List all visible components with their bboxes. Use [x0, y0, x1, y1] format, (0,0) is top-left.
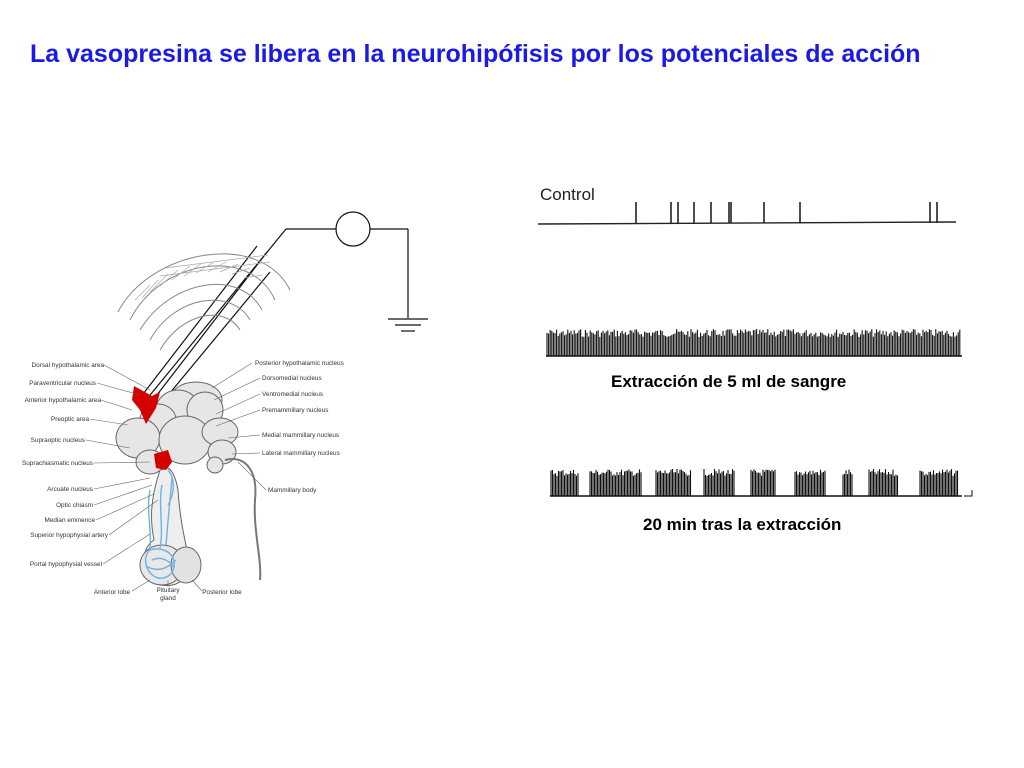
hypothalamus-drawing	[115, 253, 291, 587]
electrode-shaft-outer	[159, 271, 271, 406]
label-anterior-hypothalamic-area: Anterior hypothalamic area	[25, 397, 102, 404]
corpus-callosum	[117, 253, 291, 351]
trace-control-label: Control	[540, 185, 595, 204]
anatomy-right-labels: Posterior hypothalamic nucleus Dorsomedi…	[255, 360, 344, 494]
label-arcuate-nucleus: Arcuate nucleus	[47, 486, 93, 493]
label-lateral-mammillary-nucleus: Lateral mammillary nucleus	[262, 450, 340, 457]
label-dorsomedial-nucleus: Dorsomedial nucleus	[262, 375, 322, 382]
anatomy-bottom-labels: Anterior lobe Pituitary gland Posterior …	[94, 587, 242, 602]
label-supraoptic-nucleus: Supraoptic nucleus	[31, 437, 85, 444]
pituitary-posterior-lobe	[170, 546, 202, 584]
trace-20min-spikes	[550, 469, 959, 496]
label-dorsal-hypothalamic-area: Dorsal hypothalamic area	[32, 362, 105, 369]
label-anterior-lobe: Anterior lobe	[94, 589, 131, 596]
caption-after-bleed: Extracción de 5 ml de sangre	[611, 372, 847, 391]
amplifier-meter-icon	[335, 211, 371, 247]
label-medial-mammillary-nucleus: Medial mammillary nucleus	[262, 432, 339, 439]
anatomy-leader-lines	[85, 362, 267, 592]
trace-bleed	[546, 329, 962, 357]
caption-20min: 20 min tras la extracción	[643, 515, 842, 534]
recording-circuit	[139, 211, 428, 406]
label-pituitary: Pituitary	[156, 587, 180, 594]
trace-20min-scale-mark	[964, 490, 973, 497]
trace-control	[537, 202, 957, 225]
label-mammillary-body: Mammillary body	[268, 487, 317, 494]
label-gland: gland	[160, 595, 176, 602]
label-ventromedial-nucleus: Ventromedial nucleus	[262, 391, 323, 398]
paraventricular-nucleus-highlight	[132, 386, 160, 424]
label-paraventricular-nucleus: Paraventricular nucleus	[29, 380, 96, 387]
portal-vessels	[144, 469, 177, 579]
label-portal-hypophysial-vessel: Portal hypophysial vessel	[30, 561, 102, 568]
label-posterior-hypothalamic-nucleus: Posterior hypothalamic nucleus	[255, 360, 344, 367]
mammillary-body	[224, 458, 262, 581]
slide-title: La vasopresina se libera en la neurohipó…	[30, 40, 921, 68]
label-posterior-lobe: Posterior lobe	[202, 589, 242, 596]
label-premammillary-nucleus: Premammillary nucleus	[262, 407, 328, 414]
label-superior-hypophysial-artery: Superior hypophysial artery	[30, 532, 109, 539]
label-preoptic-area: Preoptic area	[51, 416, 89, 423]
fornix-hatching	[134, 254, 271, 301]
trace-20min	[550, 469, 973, 497]
label-median-eminence: Median eminence	[45, 517, 96, 524]
label-suprachiasmatic-nucleus: Suprachiasmatic nucleus	[22, 460, 93, 467]
trace-control-baseline	[537, 221, 957, 225]
anatomy-left-labels: Dorsal hypothalamic area Paraventricular…	[22, 362, 109, 568]
trace-bleed-spikes	[546, 329, 961, 356]
label-optic-chiasm: Optic chiasm	[56, 502, 93, 509]
electrode-shaft-left	[139, 245, 258, 399]
ground-icon	[388, 318, 428, 332]
hypothalamic-nuclei	[115, 381, 239, 475]
supraoptic-nucleus-highlight	[154, 450, 172, 470]
trace-control-spikes	[635, 202, 938, 223]
